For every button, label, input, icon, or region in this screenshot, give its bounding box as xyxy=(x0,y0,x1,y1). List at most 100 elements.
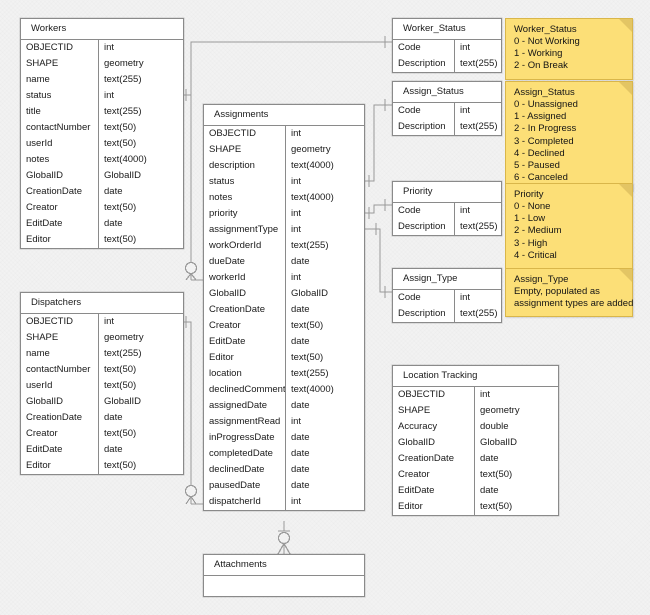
field-type: date xyxy=(291,256,310,268)
field-type: GlobalID xyxy=(291,288,328,300)
note-line: Empty, populated as xyxy=(514,286,600,298)
note-line: 5 - Paused xyxy=(514,159,560,171)
field-type: geometry xyxy=(104,58,144,70)
field-name: OBJECTID xyxy=(393,387,475,404)
field-type: text(4000) xyxy=(291,192,334,204)
field-name: declinedComment xyxy=(204,381,286,398)
field-name: priority xyxy=(204,206,286,223)
note-fold-corner-icon xyxy=(619,184,632,197)
entity-field-row[interactable]: SHAPE geometry xyxy=(21,56,183,73)
field-name: EditDate xyxy=(21,442,99,459)
note-line: 2 - Medium xyxy=(514,225,562,237)
entity-attachments[interactable]: Attachments xyxy=(203,554,365,598)
field-name: GlobalID xyxy=(204,286,286,303)
note-line: 2 - In Progress xyxy=(514,123,577,135)
field-type: int xyxy=(291,224,302,236)
field-type: text(50) xyxy=(104,380,137,392)
field-type: int xyxy=(291,176,302,188)
field-name: SHAPE xyxy=(21,56,99,73)
entity-field-row[interactable]: GlobalID GlobalID xyxy=(204,286,364,303)
field-name: title xyxy=(21,104,99,121)
field-type: text(255) xyxy=(460,308,498,320)
field-type: text(50) xyxy=(104,122,137,134)
field-name: Code xyxy=(393,103,455,120)
